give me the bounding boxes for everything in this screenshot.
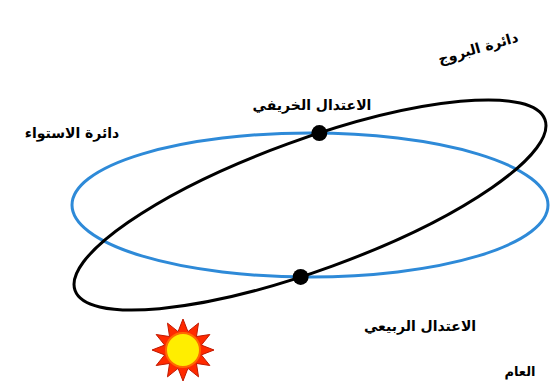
ecliptic-circle	[53, 58, 551, 351]
equator-label: دائرة الاستواء	[23, 125, 122, 142]
celestial-equator	[72, 133, 548, 277]
autumn-equinox-point	[311, 125, 327, 141]
ecliptic-label: دائرة البروج	[434, 28, 522, 68]
sun-symbol	[152, 319, 214, 381]
autumn-equinox-label: الاعتدال الخريفي	[251, 97, 374, 114]
spring-equinox-label: الاعتدال الربيعي	[362, 318, 478, 335]
spring-equinox-point	[293, 269, 309, 285]
sun-rays	[152, 319, 214, 381]
text-fragment: العام	[502, 364, 537, 380]
sun-disc	[166, 333, 200, 367]
